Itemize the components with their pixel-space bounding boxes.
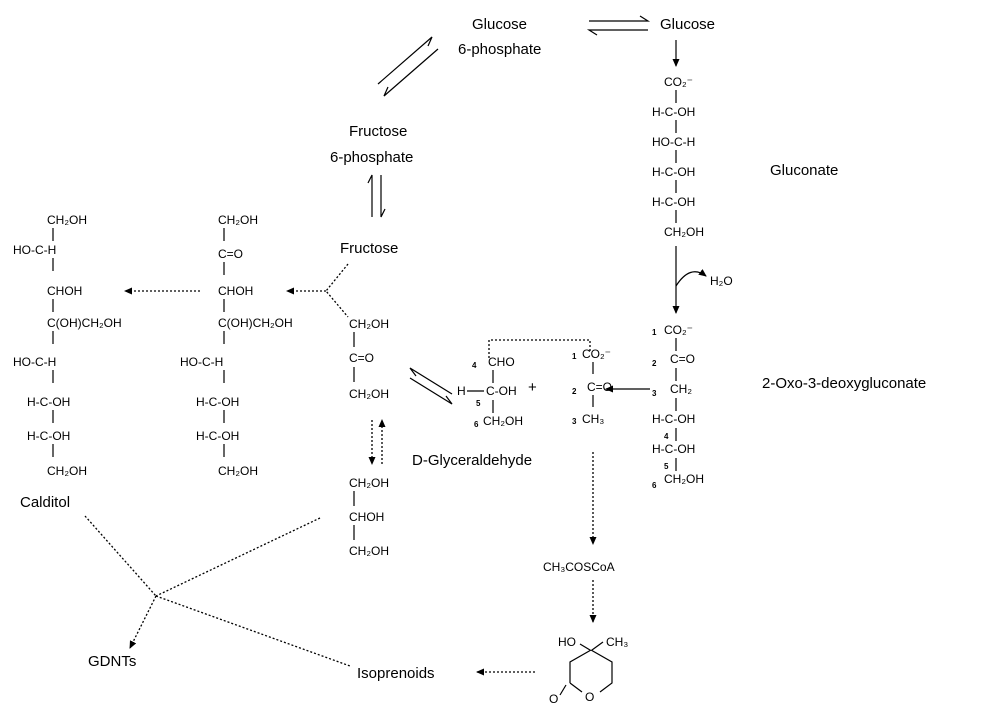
dotted-link-glyceraldehyde-pyruvate: [488, 339, 591, 358]
kdg-structure: 1 CO₂⁻ 2 C=O 3 CH₂ H-C-OH 4 H-C-OH 5 6 C…: [652, 323, 704, 490]
svg-text:1: 1: [652, 328, 657, 337]
calditol-r3: CHOH: [47, 284, 82, 298]
label-glucose: Glucose: [660, 16, 715, 33]
equilibrium-arrow-dha-glycerol: [368, 419, 386, 465]
lactone-ch3: CH₃: [606, 635, 628, 649]
calditol-r6: H-C-OH: [27, 395, 70, 409]
calditol-structure: CH₂OH HO-C-H CHOH C(OH)CH₂OH HO-C-H H-C-…: [13, 213, 122, 478]
plus-sign: +: [528, 379, 537, 396]
lactone-o-ring: O: [585, 690, 594, 704]
kdg-c2: C=O: [670, 352, 695, 366]
kdg-c5: H-C-OH: [652, 442, 695, 456]
pyruvate-structure: 1 CO₂⁻ 2 C=O 3 CH₃: [572, 347, 612, 426]
label-calditol: Calditol: [20, 494, 70, 511]
calditol-r2: HO-C-H: [13, 243, 56, 257]
glycerol-c1: CH₂OH: [349, 476, 389, 490]
pyruvate-c1: CO₂⁻: [582, 347, 611, 361]
dotted-convergence-lines: [84, 515, 351, 667]
calditol-r5: HO-C-H: [13, 355, 56, 369]
kdg-c3: CH₂: [670, 382, 692, 396]
dihydroxyacetone-structure: CH₂OH C=O CH₂OH: [349, 317, 389, 401]
dha-c2: C=O: [349, 351, 374, 365]
svg-text:1: 1: [572, 352, 577, 361]
label-water: H₂O: [710, 274, 733, 288]
label-d-glyceraldehyde: D-Glyceraldehyde: [412, 452, 532, 469]
glyceraldehyde-c5: C-OH: [486, 384, 517, 398]
dha-c3: CH₂OH: [349, 387, 389, 401]
ketose-structure: CH₂OH C=O CHOH C(OH)CH₂OH HO-C-H H-C-OH …: [180, 213, 293, 478]
ketose-r2: C=O: [218, 247, 243, 261]
gluconate-c5: H-C-OH: [652, 195, 695, 209]
label-fructose: Fructose: [340, 240, 398, 257]
svg-text:6: 6: [652, 481, 657, 490]
svg-text:2: 2: [572, 387, 577, 396]
gluconate-c2: H-C-OH: [652, 105, 695, 119]
equilibrium-arrow-f6p-fructose: [367, 174, 386, 218]
pyruvate-c2: C=O: [587, 380, 612, 394]
svg-text:3: 3: [652, 389, 657, 398]
glycerol-c2: CHOH: [349, 510, 384, 524]
ketose-r6: H-C-OH: [196, 395, 239, 409]
glyceraldehyde-structure: 4 CHO H 5 C-OH 6 CH₂OH: [457, 355, 523, 429]
label-fructose-6-phosphate-line2: 6-phosphate: [330, 149, 413, 166]
equilibrium-arrow-g6p-glucose: [586, 15, 651, 36]
label-isoprenoids: Isoprenoids: [357, 665, 435, 682]
ketose-r8: CH₂OH: [218, 464, 258, 478]
svg-text:6: 6: [474, 420, 479, 429]
lactone-ho: HO: [558, 635, 576, 649]
kdg-carboxyl: CO₂⁻: [664, 323, 693, 337]
label-glucose-6-phosphate-line2: 6-phosphate: [458, 41, 541, 58]
calditol-r4: C(OH)CH₂OH: [47, 316, 122, 330]
glyceraldehyde-h: H: [457, 384, 466, 398]
water-release-curve: [675, 269, 707, 287]
svg-text:5: 5: [476, 399, 481, 408]
pyruvate-c3: CH₃: [582, 412, 604, 426]
ketose-r7: H-C-OH: [196, 429, 239, 443]
glyceraldehyde-c6: CH₂OH: [483, 414, 523, 428]
dotted-branch-fructose: [325, 263, 349, 318]
gluconate-c3: HO-C-H: [652, 135, 695, 149]
label-acetyl-coa: CH₃COSCoA: [543, 560, 615, 574]
gluconate-carboxyl: CO₂⁻: [664, 75, 693, 89]
svg-text:3: 3: [572, 417, 577, 426]
label-gluconate: Gluconate: [770, 162, 838, 179]
glycerol-c3: CH₂OH: [349, 544, 389, 558]
gluconate-c4: H-C-OH: [652, 165, 695, 179]
mevalonolactone-structure: HO CH₃ O O: [549, 635, 628, 704]
label-gdnts: GDNTs: [88, 653, 136, 670]
calditol-r8: CH₂OH: [47, 464, 87, 478]
calditol-r7: H-C-OH: [27, 429, 70, 443]
kdg-c6: CH₂OH: [664, 472, 704, 486]
ketose-r5: HO-C-H: [180, 355, 223, 369]
calditol-r1: CH₂OH: [47, 213, 87, 227]
glyceraldehyde-c4: CHO: [488, 355, 515, 369]
svg-text:4: 4: [664, 432, 669, 441]
equilibrium-arrow-g6p-f6p: [377, 36, 439, 97]
glycerol-structure: CH₂OH CHOH CH₂OH: [349, 476, 389, 558]
kdg-c4: H-C-OH: [652, 412, 695, 426]
svg-text:4: 4: [472, 361, 477, 370]
gluconate-c6: CH₂OH: [664, 225, 704, 239]
ketose-r1: CH₂OH: [218, 213, 258, 227]
gluconate-structure: CO₂⁻ H-C-OH HO-C-H H-C-OH H-C-OH CH₂OH: [652, 75, 704, 239]
label-2-oxo-3-deoxygluconate: 2-Oxo-3-deoxygluconate: [762, 375, 926, 392]
equilibrium-arrow-dha-glyceraldehyde: [409, 367, 453, 405]
lactone-o-carbonyl: O: [549, 692, 558, 704]
ketose-r3: CHOH: [218, 284, 253, 298]
svg-text:5: 5: [664, 462, 669, 471]
dha-c1: CH₂OH: [349, 317, 389, 331]
ketose-r4: C(OH)CH₂OH: [218, 316, 293, 330]
label-glucose-6-phosphate-line1: Glucose: [472, 16, 527, 33]
svg-text:2: 2: [652, 359, 657, 368]
label-fructose-6-phosphate-line1: Fructose: [349, 123, 407, 140]
